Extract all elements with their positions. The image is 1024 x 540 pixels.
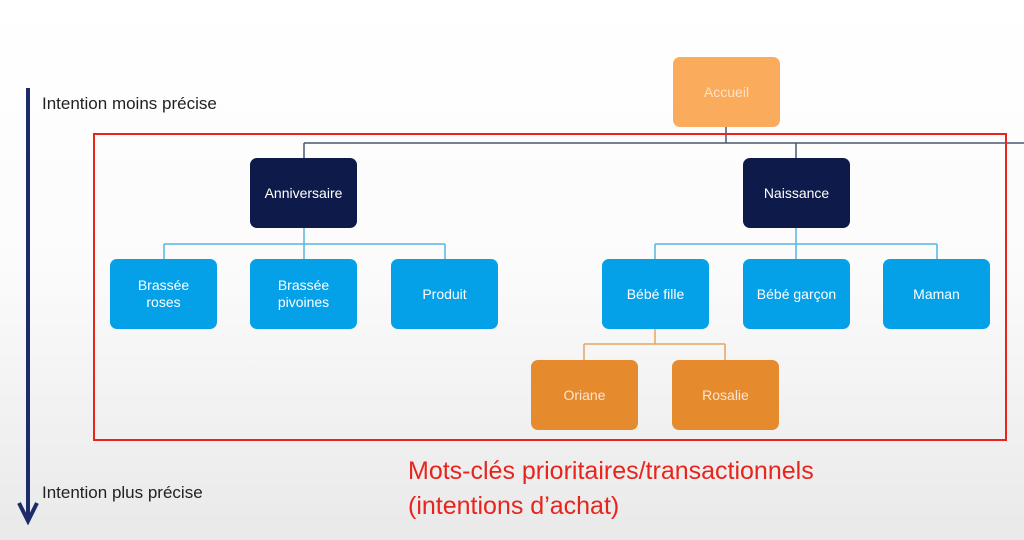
node-produit: Produit [391, 259, 498, 329]
node-bebe-fille: Bébé fille [602, 259, 709, 329]
priority-keywords-frame [93, 133, 1007, 441]
down-arrow-icon [26, 88, 30, 518]
label-more-precise: Intention plus précise [42, 483, 203, 502]
node-accueil: Accueil [673, 57, 780, 127]
caption-line-2: (intentions d’achat) [408, 492, 620, 520]
intention-axis-arrow [24, 88, 32, 523]
label-less-precise: Intention moins précise [42, 94, 217, 113]
node-brassee-pivoines: Brassée pivoines [250, 259, 357, 329]
node-naissance: Naissance [743, 158, 850, 228]
caption-line-1: Mots-clés prioritaires/transactionnels [408, 457, 814, 485]
node-maman: Maman [883, 259, 990, 329]
node-bebe-garcon: Bébé garçon [743, 259, 850, 329]
arrowhead-icon [17, 502, 39, 525]
node-brassee-roses: Brassée roses [110, 259, 217, 329]
node-rosalie: Rosalie [672, 360, 779, 430]
node-oriane: Oriane [531, 360, 638, 430]
node-anniversaire: Anniversaire [250, 158, 357, 228]
